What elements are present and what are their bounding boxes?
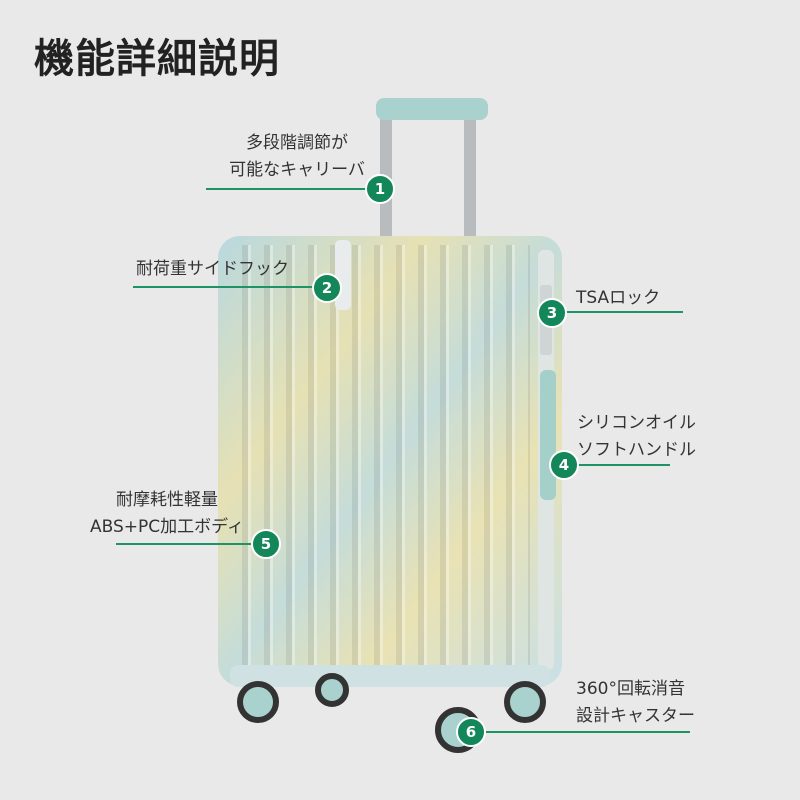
feature-3-badge: 3: [537, 298, 567, 328]
feature-4-badge: 4: [549, 450, 579, 480]
feature-2-label: 耐荷重サイドフック: [136, 259, 289, 279]
feature-5-leader-line: [116, 543, 254, 545]
feature-2-badge: 2: [312, 273, 342, 303]
page-title: 機能詳細説明: [34, 36, 280, 82]
feature-3-leader-line: [560, 311, 683, 313]
feature-1-line-1: 多段階調節が: [246, 133, 348, 153]
feature-6-line-2: 設計キャスター: [576, 706, 695, 726]
feature-6-line-1: 360°回転消音: [576, 679, 685, 699]
wheels: [237, 673, 546, 753]
feature-5-line-2: ABS+PC加工ボディ: [90, 517, 244, 537]
feature-5-badge: 5: [251, 529, 281, 559]
handle-pole-right: [464, 110, 476, 240]
feature-4-leader-line: [570, 464, 670, 466]
feature-6-leader-line: [480, 731, 690, 733]
feature-6-label: 360°回転消音 設計キャスター: [576, 676, 695, 730]
feature-4-label: シリコンオイル ソフトハンドル: [577, 410, 696, 464]
feature-4-line-2: ソフトハンドル: [577, 440, 696, 460]
feature-1-line-2: 可能なキャリーバ: [229, 160, 365, 180]
feature-3-label: TSAロック: [576, 288, 661, 308]
feature-1-badge: 1: [365, 174, 395, 204]
feature-2-leader-line: [133, 286, 313, 288]
feature-6-badge: 6: [456, 717, 486, 747]
handle-grip: [376, 98, 488, 120]
feature-4-line-1: シリコンオイル: [577, 413, 696, 433]
feature-5-label: 耐摩耗性軽量 ABS+PC加工ボディ: [82, 487, 252, 541]
side-hook: [335, 240, 351, 310]
side-handle: [540, 370, 556, 500]
feature-5-line-1: 耐摩耗性軽量: [116, 490, 218, 510]
feature-1-label: 多段階調節が 可能なキャリーバ: [222, 130, 372, 184]
feature-1-leader-line: [206, 188, 368, 190]
